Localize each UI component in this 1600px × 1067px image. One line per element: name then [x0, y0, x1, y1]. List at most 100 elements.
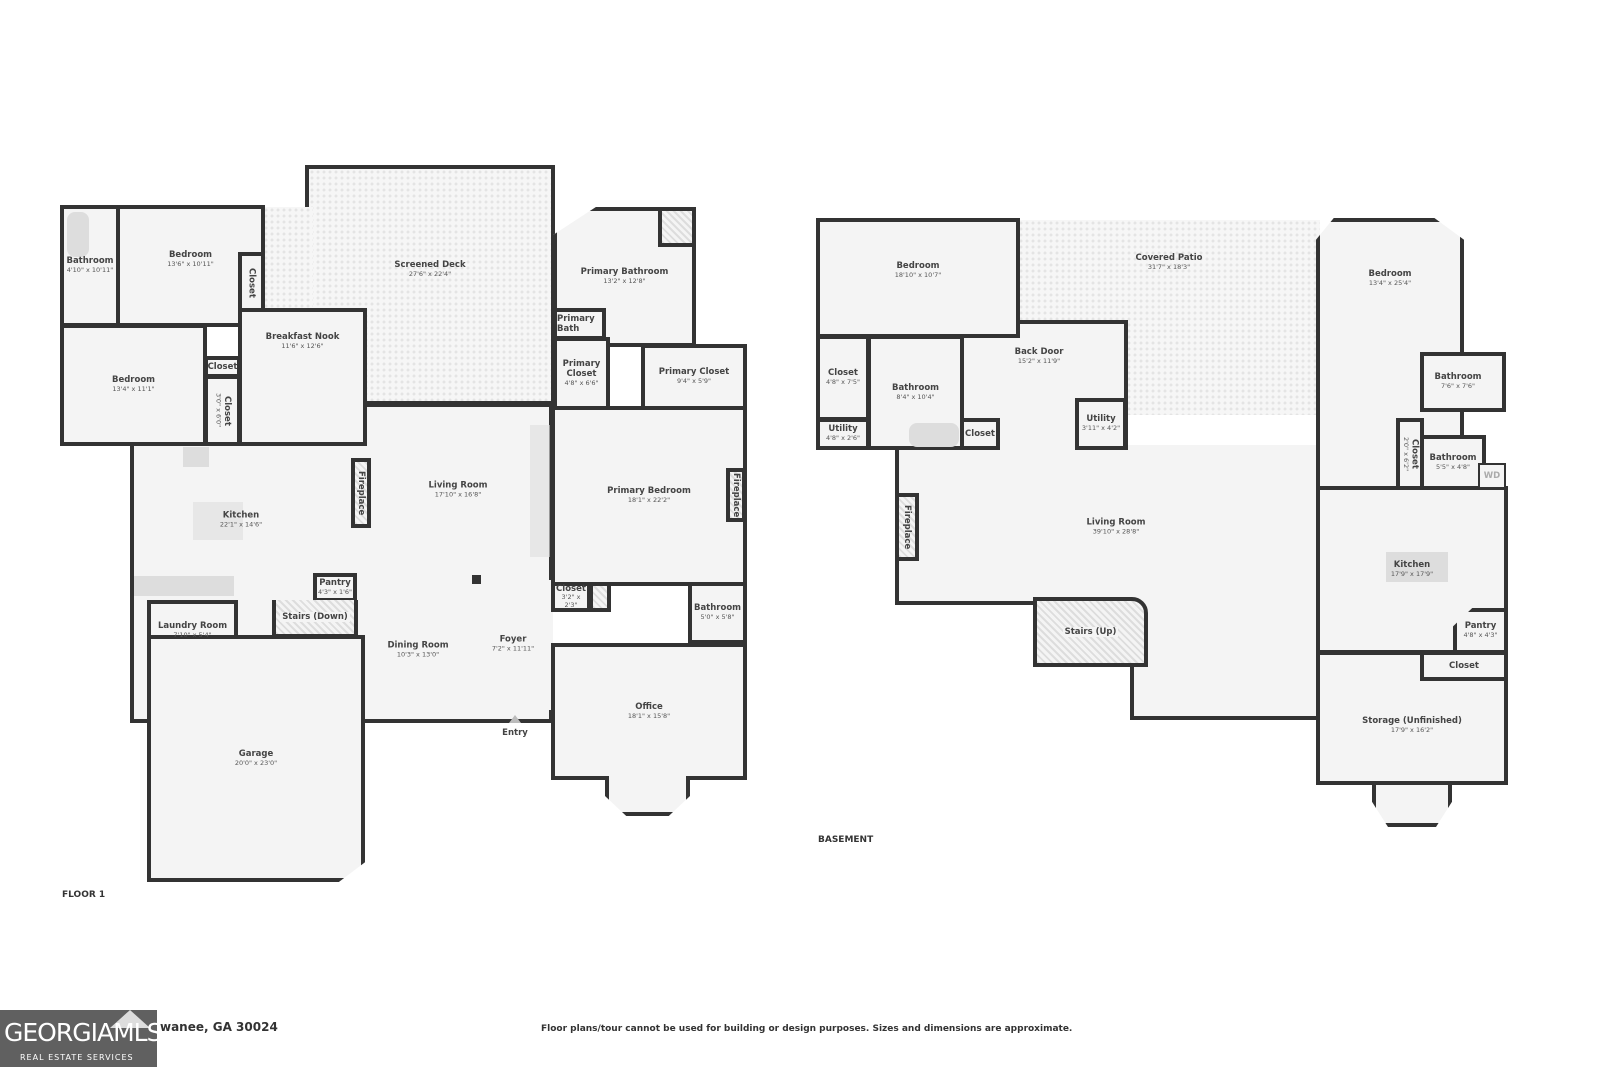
room-name: Bedroom: [111, 375, 156, 386]
room-name: Laundry Room: [157, 621, 228, 632]
room-name: Bathroom: [66, 256, 114, 267]
basement-title: BASEMENT: [818, 835, 874, 845]
room-closet: Closet: [1420, 651, 1508, 681]
room-name: Closet: [222, 395, 233, 426]
room-name: Bedroom: [168, 250, 213, 261]
room-name: Back Door: [1014, 347, 1064, 358]
room-name: Living Room: [428, 480, 488, 491]
room-name: Closet: [965, 429, 995, 439]
foyer-area: [475, 580, 553, 710]
entry-arrow-icon: [509, 715, 521, 723]
room-name: Primary Closet: [562, 359, 601, 379]
room-name: Foyer: [499, 634, 527, 645]
room-name: Screened Deck: [394, 260, 466, 271]
room-name: Closet: [246, 268, 257, 298]
room-name: Living Room: [1086, 517, 1146, 528]
room-name: Primary Bath: [557, 314, 595, 334]
room-name: Bathroom: [1434, 372, 1482, 383]
disclaimer: Floor plans/tour cannot be used for buil…: [541, 1024, 1073, 1034]
room-dims: 5'5" x 4'8": [1435, 462, 1471, 471]
room-name: Breakfast Nook: [265, 332, 340, 343]
room-dims: 8'4" x 10'4": [896, 392, 935, 401]
room-name: Garage: [238, 748, 274, 759]
room-name: Closet: [1409, 439, 1420, 469]
room-name: Bathroom: [693, 603, 742, 614]
kitchen-island: [193, 502, 243, 540]
room-dims: 3'11" x 4'2": [1081, 424, 1121, 433]
room-dims: 17'10" x 16'8": [434, 490, 482, 499]
stairs-down[interactable]: Stairs (Down): [272, 600, 358, 638]
room-dims: 13'6" x 10'11": [167, 260, 214, 269]
room-name: Pantry: [319, 577, 351, 588]
room-name: Office: [635, 701, 663, 712]
room-name: Pantry: [1464, 621, 1497, 632]
room-dims: 18'1" x 15'8": [627, 711, 671, 720]
logo-peak-icon: [110, 1010, 150, 1028]
room-name: Kitchen: [1393, 560, 1431, 571]
fireplace: Fireplace: [726, 468, 746, 522]
room-dims: 4'3" x 1'6": [317, 587, 353, 596]
room-dims: 4'8" x 4'3": [1463, 631, 1498, 640]
room-dims: 10'3" x 13'0": [396, 650, 440, 659]
room-dims: 13'4" x 11'1": [112, 385, 155, 394]
room-dims: 7'10" x 5'4": [173, 631, 212, 640]
room-name: Bedroom: [896, 260, 940, 271]
room-dims: 22'1" x 14'6": [219, 520, 263, 529]
deck-extension: [263, 207, 313, 312]
wall-partition: [530, 425, 550, 557]
room-dims: 9'4" x 5'9": [676, 377, 712, 386]
primary-bath-hatch: [658, 207, 696, 247]
room-dims: 11'6" x 12'6": [281, 342, 324, 351]
room-dims: 31'7" x 18'3": [1147, 262, 1191, 271]
room-name: Utility: [1086, 414, 1116, 425]
room-name: Fireplace: [356, 470, 366, 516]
room-name: Stairs (Down): [280, 612, 350, 622]
bathtub-icon: [909, 423, 959, 447]
room-name: Utility: [828, 424, 858, 435]
room-name: Primary Closet: [658, 367, 730, 378]
logo-subtext: REAL ESTATE SERVICES: [20, 1053, 134, 1062]
kitchen-island: [1386, 552, 1448, 582]
room-dims: 3'0" x 6'0": [214, 393, 223, 428]
room-name: Primary Bedroom: [607, 486, 691, 497]
room-name: Stairs (Up): [1062, 627, 1119, 637]
room-dims: 17'9" x 17'9": [1390, 570, 1434, 579]
room-dims: 2'0" x 6'2": [1401, 436, 1410, 472]
room-name: Covered Patio: [1135, 252, 1203, 263]
room-dims: 13'4" x 25'4": [1368, 279, 1412, 288]
room-name: Primary Bathroom: [580, 267, 669, 278]
room-dims: 18'10" x 10'7": [894, 270, 942, 279]
room-name: Bathroom: [1429, 452, 1477, 463]
wd-label: WD: [1483, 471, 1501, 481]
room-name: Kitchen: [222, 510, 260, 521]
room-dims: 7'2" x 11'11": [491, 644, 535, 653]
bathtub-icon: [67, 212, 89, 257]
room-name: Bedroom: [1368, 269, 1412, 280]
storage-bay: [1372, 781, 1452, 827]
stairs-up[interactable]: Stairs (Up): [1033, 597, 1148, 667]
georgia-mls-logo: GEORGIAMLS REAL ESTATE SERVICES: [0, 1010, 162, 1067]
fireplace: Fireplace: [351, 458, 371, 528]
kitchen-counter: [134, 576, 234, 596]
